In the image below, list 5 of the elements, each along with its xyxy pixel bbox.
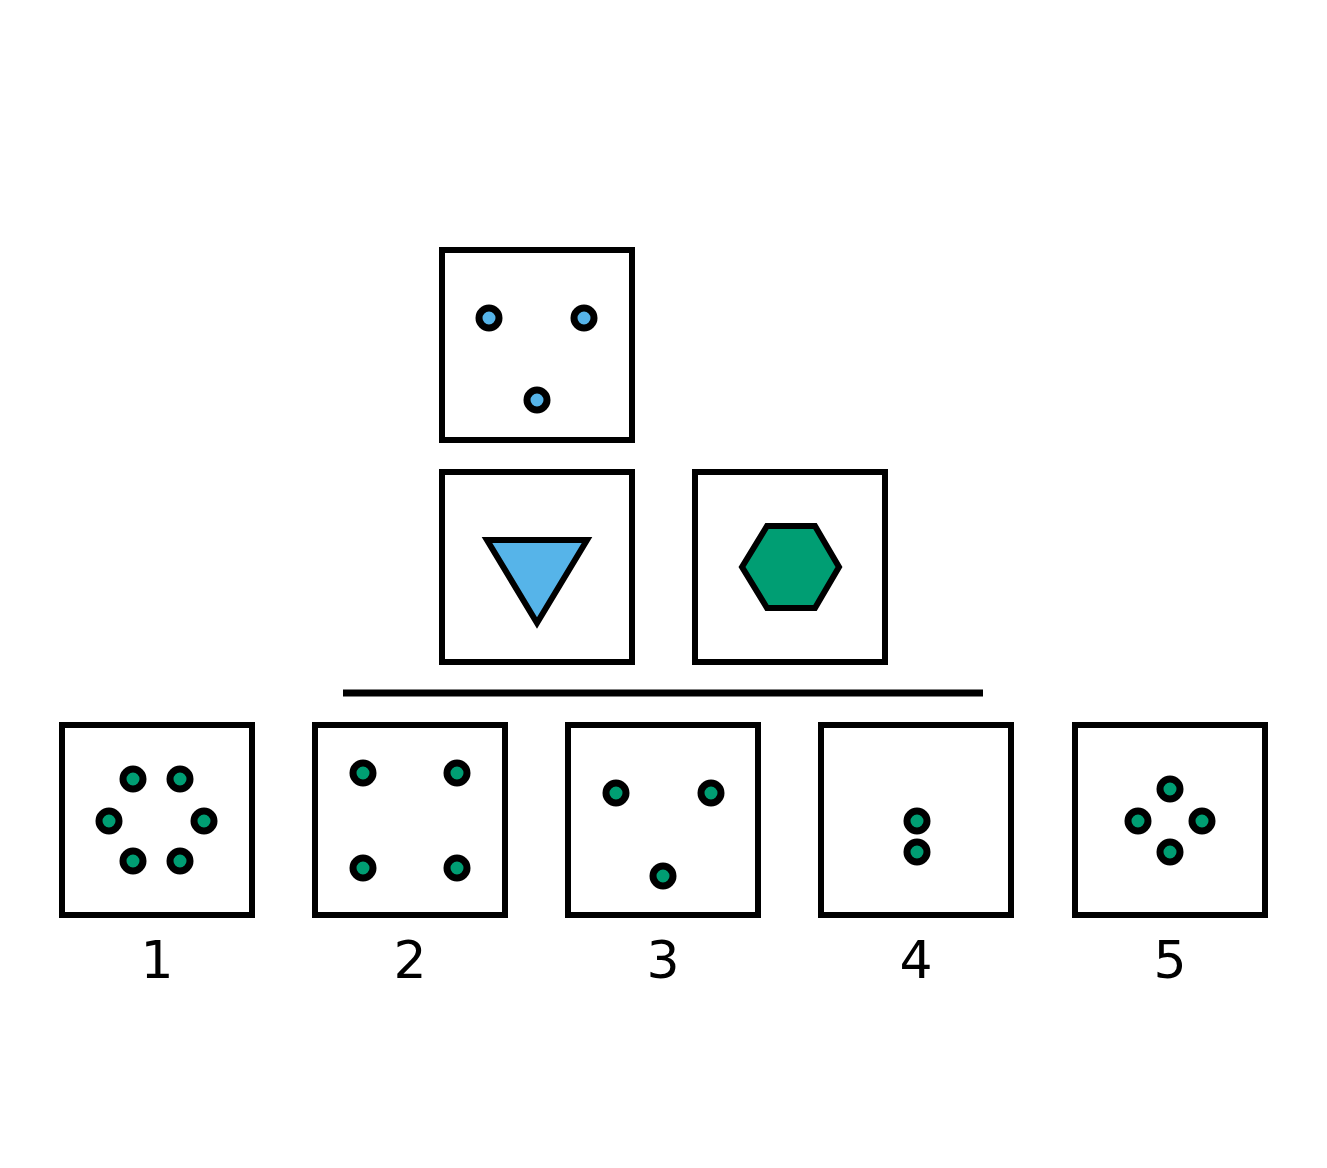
- option-number: 3: [645, 930, 681, 990]
- option-number: 4: [898, 930, 934, 990]
- option-number: 1: [139, 930, 175, 990]
- option-number: 5: [1152, 930, 1188, 990]
- option-number: 2: [392, 930, 428, 990]
